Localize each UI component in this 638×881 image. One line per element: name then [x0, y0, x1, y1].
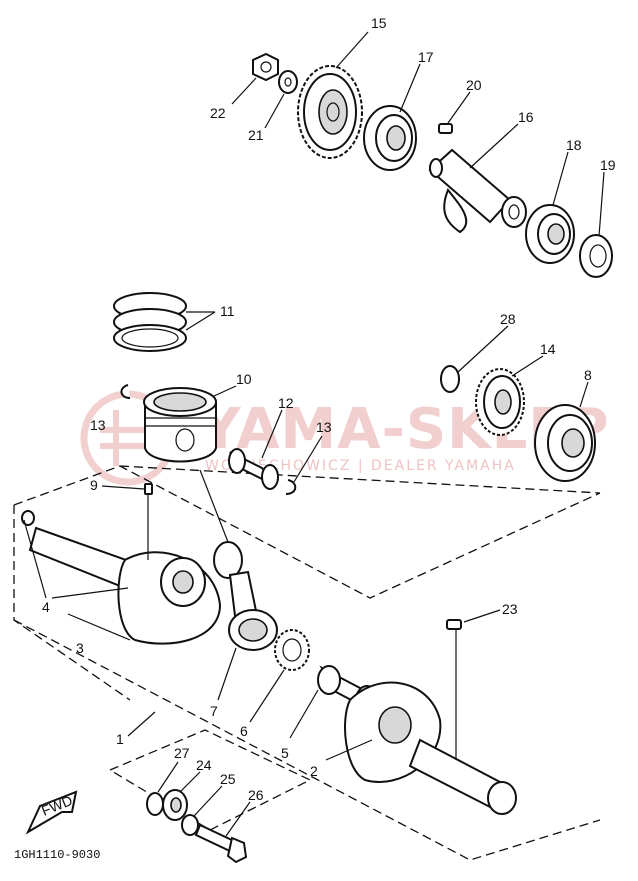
callout-4: 4	[42, 599, 50, 615]
callout-1: 1	[116, 731, 124, 747]
part-8-crank-bearing	[534, 404, 596, 482]
callout-14: 14	[540, 341, 556, 357]
part-25-washer	[181, 814, 199, 836]
callout-13-right: 13	[316, 419, 332, 435]
part-18-bearing	[525, 204, 575, 264]
part-9-key	[144, 483, 153, 495]
callout-9: 9	[90, 477, 98, 493]
callout-labels: 15 22 21 17 20 16 18 19 11 10 12 13 13 2…	[42, 15, 616, 803]
fwd-direction-arrow: FWD	[25, 790, 78, 835]
watermark-subtitle: WOJCIECHOWICZ | DEALER YAMAHA	[205, 458, 516, 474]
callout-18: 18	[566, 137, 582, 153]
leader-lines	[23, 31, 605, 837]
callout-3: 3	[76, 640, 84, 656]
part-13-piston-pin-clip-left	[120, 384, 131, 399]
callout-23: 23	[502, 601, 518, 617]
callout-2: 2	[310, 763, 318, 779]
callout-16: 16	[518, 109, 534, 125]
part-28-circlip	[440, 365, 460, 393]
callout-12: 12	[278, 395, 294, 411]
part-13-piston-pin-clip-right	[285, 479, 297, 495]
part-20-key	[438, 123, 453, 134]
callout-13-left: 13	[90, 417, 106, 433]
callout-6: 6	[240, 723, 248, 739]
callout-7: 7	[210, 703, 218, 719]
part-27-o-ring	[146, 792, 164, 816]
callout-22: 22	[210, 105, 226, 121]
part-22-nut	[252, 52, 279, 82]
callout-19: 19	[600, 157, 616, 173]
callout-27: 27	[174, 745, 190, 761]
part-12-piston-pin	[228, 448, 279, 490]
part-16-balancer-shaft	[428, 148, 527, 234]
part-15-drive-gear	[297, 65, 363, 159]
callout-10: 10	[236, 371, 252, 387]
part-4-crankshaft-left	[21, 510, 222, 645]
callout-24: 24	[196, 757, 212, 773]
part-17-bearing	[363, 105, 417, 171]
diagram-code: 1GH1110-9030	[14, 848, 100, 862]
callout-28: 28	[500, 311, 516, 327]
callout-17: 17	[418, 49, 434, 65]
part-11-piston-rings	[113, 292, 187, 352]
part-23-key	[446, 619, 462, 630]
part-14-balancer-gear	[475, 368, 525, 436]
callout-11: 11	[220, 303, 235, 319]
part-24-spacer	[162, 789, 188, 821]
callout-15: 15	[371, 15, 387, 31]
part-6-needle-bearing	[274, 629, 310, 671]
callout-20: 20	[466, 77, 482, 93]
part-19-oil-seal	[579, 234, 613, 278]
callout-5: 5	[281, 745, 289, 761]
callout-8: 8	[584, 367, 592, 383]
part-21-lock-washer	[278, 70, 298, 94]
callout-25: 25	[220, 771, 236, 787]
part-26-bolt	[194, 823, 248, 864]
callout-26: 26	[248, 787, 264, 803]
callout-21: 21	[248, 127, 264, 143]
part-10-piston	[143, 387, 217, 463]
part-7-connecting-rod	[213, 541, 278, 651]
part-2-crankshaft-right	[344, 681, 517, 815]
